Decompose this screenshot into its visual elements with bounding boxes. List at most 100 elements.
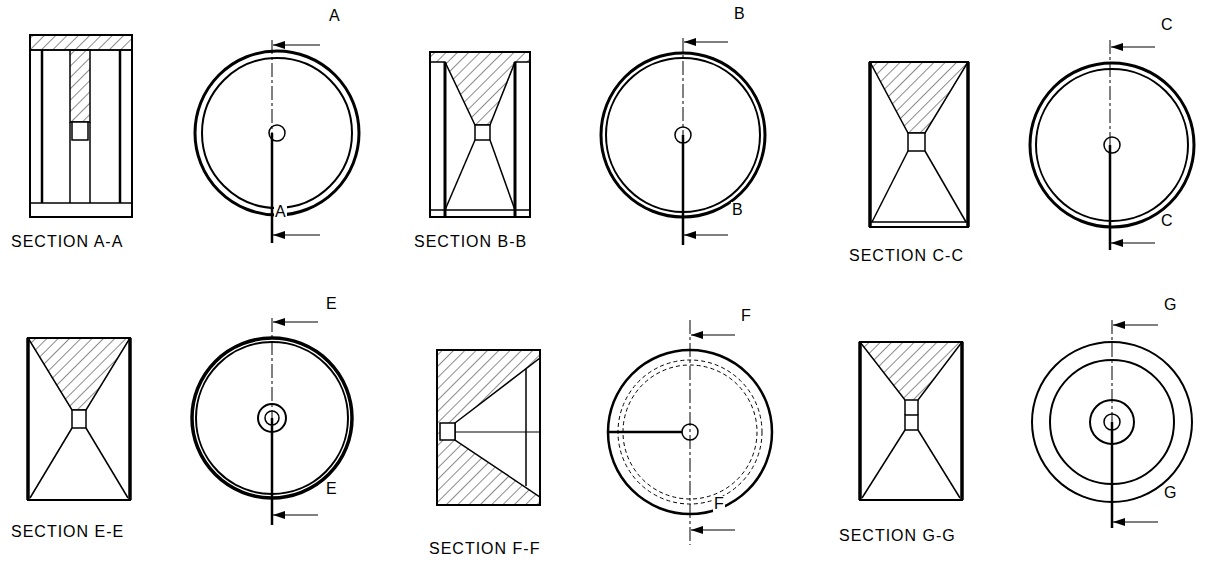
section-title: SECTION B-B [413, 234, 528, 250]
section-view-line [445, 140, 475, 210]
section-view [860, 342, 962, 500]
section-view-line [437, 350, 540, 505]
cutting-plane-letter: C [1160, 213, 1174, 229]
section-title: SECTION F-F [428, 541, 541, 557]
section-view-line [30, 35, 132, 50]
section-view-line [430, 52, 530, 217]
section-view-line [26, 338, 30, 500]
section-view-line [525, 369, 527, 486]
end-view [1032, 320, 1192, 528]
end-view [608, 320, 772, 545]
end-view-line [684, 41, 728, 42]
section-view-line [86, 428, 128, 498]
end-view-line [1112, 320, 1113, 422]
section-view-line [870, 62, 968, 133]
section-view-line [925, 151, 966, 222]
section-view-line [455, 358, 540, 497]
cutting-plane-letter: G [1163, 485, 1177, 501]
section-view-line [918, 430, 960, 498]
end-view [601, 38, 765, 245]
end-view-line [195, 51, 359, 215]
end-view-line [1036, 69, 1188, 221]
end-view [195, 40, 359, 243]
section-view-line [490, 140, 515, 210]
section-view-line [41, 50, 44, 203]
end-view-line [682, 135, 685, 245]
section-view [430, 52, 530, 217]
end-view-line [684, 234, 728, 235]
end-view-line [1030, 63, 1194, 227]
end-view-line [273, 44, 320, 45]
section-view-line [437, 350, 540, 505]
section-title: SECTION G-G [838, 528, 957, 544]
end-view-line [1113, 324, 1158, 325]
cutting-plane-letter: A [328, 8, 341, 24]
end-view [192, 318, 352, 525]
cutting-plane-letter: F [713, 496, 725, 512]
end-view-line [608, 431, 682, 434]
section-view-line [872, 151, 908, 222]
section-view [28, 338, 130, 500]
end-view-line [271, 133, 274, 243]
end-view-line [202, 58, 352, 208]
end-view-line [683, 38, 684, 135]
section-view-line [868, 62, 872, 227]
section-view-line [72, 122, 88, 140]
section-view-line [904, 400, 906, 415]
cutting-plane-letter: E [325, 296, 338, 312]
section-view-line [870, 221, 968, 223]
section-view-line [960, 342, 964, 500]
end-view [1030, 40, 1194, 250]
end-view-line [690, 320, 691, 545]
section-view-line [72, 410, 86, 428]
cutting-plane-letter: C [1160, 17, 1174, 33]
section-title: SECTION C-C [848, 248, 965, 264]
section-view-line [860, 342, 962, 400]
cutting-plane-letter: B [731, 202, 744, 218]
section-view-line [28, 338, 130, 500]
section-view-line [440, 423, 455, 440]
section-view [870, 62, 968, 227]
section-title: SECTION A-A [10, 234, 124, 250]
cutting-plane-letter: G [1163, 297, 1177, 313]
section-view-line [966, 62, 970, 227]
section-view-line [89, 122, 91, 203]
end-view-line [1111, 242, 1155, 243]
section-view-line [917, 400, 919, 415]
end-view-line [1111, 46, 1155, 47]
section-view-line [455, 431, 540, 432]
section-view-line [514, 62, 517, 217]
end-view-line [272, 318, 273, 418]
section-view-line [30, 428, 72, 498]
end-view-line [1113, 521, 1158, 522]
end-view-line [691, 529, 735, 530]
end-view-line [691, 334, 735, 335]
cutting-plane-letter: A [274, 204, 287, 220]
section-view [437, 350, 540, 505]
end-view-line [1104, 137, 1120, 153]
end-view-line [1110, 40, 1111, 145]
section-view-line [860, 342, 962, 500]
end-view-line [273, 514, 318, 515]
end-view-line [273, 321, 318, 322]
end-view-line [271, 418, 274, 525]
section-view-line [119, 50, 122, 203]
section-view-line [862, 430, 905, 498]
section-view [30, 35, 132, 217]
section-view-line [30, 202, 132, 204]
section-view-line [69, 122, 71, 203]
section-view-line [430, 209, 530, 211]
cutting-plane-letter: E [325, 481, 338, 497]
end-view-line [272, 40, 273, 133]
cutting-plane-letter: B [733, 6, 746, 22]
section-view-line [908, 133, 925, 151]
section-view-line [870, 62, 968, 227]
section-view-line [444, 62, 447, 217]
section-view-line [70, 50, 90, 122]
section-view-line [905, 415, 918, 430]
section-view-line [858, 342, 862, 500]
section-view-line [28, 338, 130, 410]
section-view-line [30, 35, 132, 217]
section-title: SECTION E-E [10, 524, 125, 540]
